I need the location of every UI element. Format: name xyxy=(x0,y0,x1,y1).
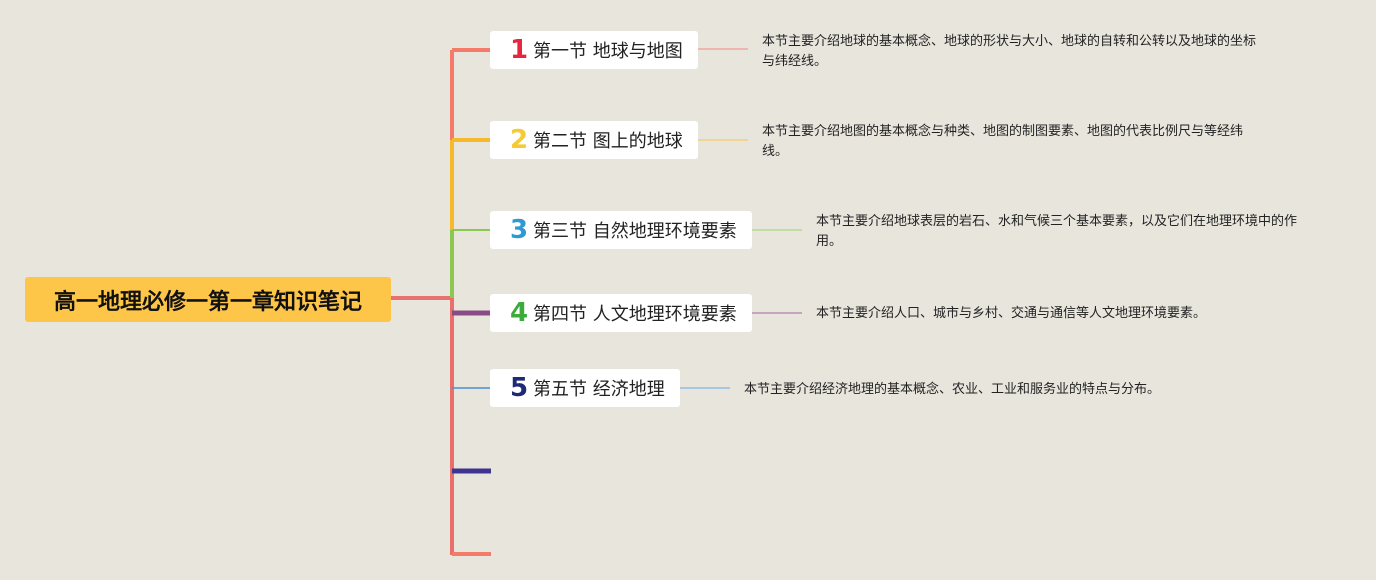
topic-number-4: 4 xyxy=(510,298,529,328)
topic-section-4[interactable]: 4 第四节 人文地理环境要素 xyxy=(490,294,752,332)
topic-section-5[interactable]: 5 第五节 经济地理 xyxy=(490,369,680,407)
topic-number-2: 2 xyxy=(510,125,529,155)
topic-label-2: 第二节 图上的地球 xyxy=(533,131,683,152)
topic-note-1[interactable]: 本节主要介绍地球的基本概念、地球的形状与大小、地球的自转和公转以及地球的坐标与纬… xyxy=(762,34,1257,69)
topic-section-1[interactable]: 1 第一节 地球与地图 xyxy=(490,31,698,69)
topic-note-3[interactable]: 本节主要介绍地球表层的岩石、水和气候三个基本要素，以及它们在地理环境中的作用。 xyxy=(816,214,1298,249)
topic-note-2[interactable]: 本节主要介绍地图的基本概念与种类、地图的制图要素、地图的代表比例尺与等经纬线。 xyxy=(762,124,1244,159)
topic-label-4: 第四节 人文地理环境要素 xyxy=(533,304,737,325)
topic-note-5[interactable]: 本节主要介绍经济地理的基本概念、农业、工业和服务业的特点与分布。 xyxy=(744,382,1161,397)
topic-label-3: 第三节 自然地理环境要素 xyxy=(533,221,737,242)
topic-number-1: 1 xyxy=(510,35,529,65)
root-topic-label: 高一地理必修一第一章知识笔记 xyxy=(53,289,362,315)
topic-note-4[interactable]: 本节主要介绍人口、城市与乡村、交通与通信等人文地理环境要素。 xyxy=(816,306,1207,321)
topic-number-5: 5 xyxy=(510,373,529,403)
root-topic[interactable]: 高一地理必修一第一章知识笔记 xyxy=(25,277,391,322)
topic-number-3: 3 xyxy=(510,215,529,245)
topic-label-1: 第一节 地球与地图 xyxy=(533,41,683,62)
topic-section-3[interactable]: 3 第三节 自然地理环境要素 xyxy=(490,211,752,249)
topic-section-2[interactable]: 2 第二节 图上的地球 xyxy=(490,121,698,159)
topic-label-5: 第五节 经济地理 xyxy=(533,379,665,400)
